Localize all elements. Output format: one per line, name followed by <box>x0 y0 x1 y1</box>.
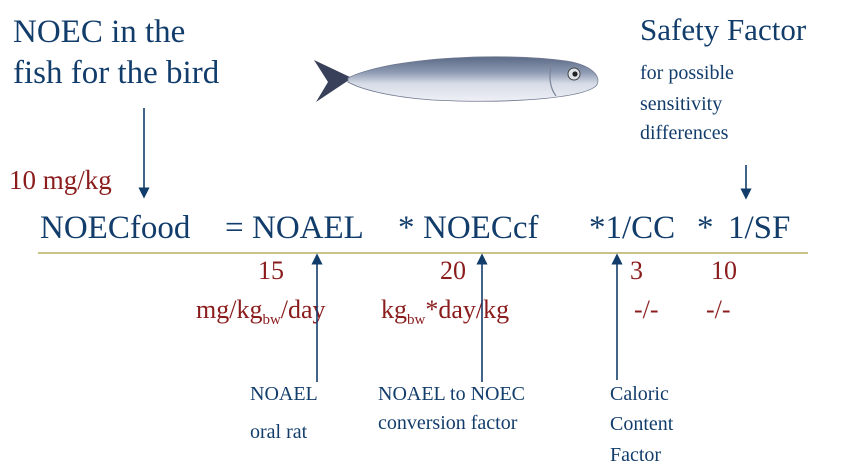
arrows-layer <box>0 0 843 467</box>
